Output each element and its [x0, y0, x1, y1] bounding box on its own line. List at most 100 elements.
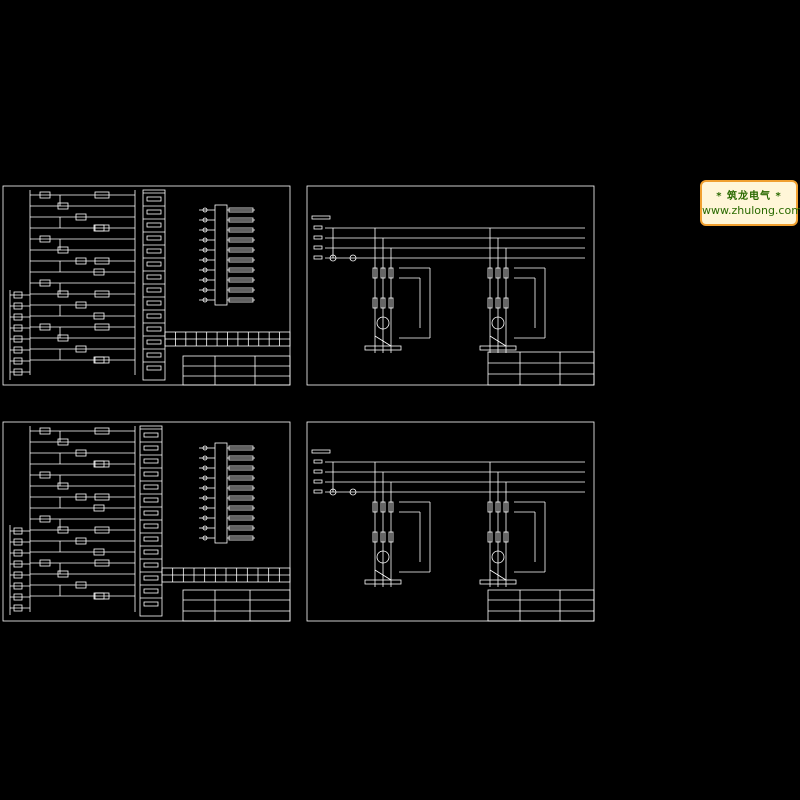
label-text-block: [143, 562, 159, 568]
contact-symbol: [39, 323, 51, 331]
terminal-label: [228, 257, 254, 263]
contact-symbol: [57, 438, 69, 446]
contact-symbol: [39, 471, 51, 479]
bus-lines: [311, 215, 585, 262]
label-text-block: [143, 497, 159, 503]
terminal-label: [228, 525, 254, 531]
coil-symbol: [94, 356, 110, 364]
coil-symbol: [94, 224, 110, 232]
breaker-symbol: [503, 501, 509, 513]
label-text-block: [146, 365, 162, 371]
zhulong-watermark-logo: * 筑龙电气 * www.zhulong.com: [700, 180, 800, 226]
cable-label: [364, 345, 402, 351]
phase-label: [313, 225, 323, 230]
contact-symbol: [13, 324, 23, 332]
terminal-label: [228, 277, 254, 283]
contactor-symbol: [372, 297, 378, 309]
label-text-block: [146, 261, 162, 267]
contact-symbol: [93, 504, 105, 512]
coil-symbol: [94, 592, 110, 600]
label-text-block: [143, 445, 159, 451]
contact-symbol: [13, 335, 23, 343]
terminal-label: [228, 445, 254, 451]
label-text-block: [146, 222, 162, 228]
motor-feeders: [364, 462, 546, 587]
label-text-block: [143, 536, 159, 542]
contact-symbol: [13, 593, 23, 601]
contactor-symbol: [380, 297, 386, 309]
terminal-point: [202, 485, 208, 491]
contact-symbol: [93, 548, 105, 556]
terminal-label: [228, 297, 254, 303]
cable-label: [479, 345, 517, 351]
breaker-symbol: [495, 501, 501, 513]
terminal-point: [202, 217, 208, 223]
label-text-block: [143, 601, 159, 607]
label-text-block: [146, 248, 162, 254]
breaker-symbol: [388, 267, 394, 279]
contact-symbol: [75, 537, 87, 545]
terminal-label: [228, 207, 254, 213]
breaker-symbol: [372, 501, 378, 513]
label-text-block: [146, 300, 162, 306]
terminal-point: [202, 257, 208, 263]
function-labels: [140, 428, 162, 607]
sheet-control-2: [2, 421, 291, 622]
label-text-block: [146, 209, 162, 215]
label-text-block: [146, 287, 162, 293]
sheet-power-2: [306, 421, 595, 622]
contact-symbol: [57, 526, 69, 534]
contactor-symbol: [372, 531, 378, 543]
terminal-label: [228, 485, 254, 491]
terminal-label: [228, 495, 254, 501]
meter-symbol: [349, 488, 357, 496]
contact-symbol: [93, 268, 105, 276]
contact-symbol: [57, 202, 69, 210]
contactor-symbol: [503, 297, 509, 309]
contact-symbol: [57, 246, 69, 254]
wire: [374, 569, 392, 581]
contact-symbol: [13, 604, 23, 612]
coil-symbol: [94, 323, 110, 331]
label-text-block: [143, 510, 159, 516]
wire: [374, 335, 392, 347]
meter-symbol: [349, 254, 357, 262]
contactor-symbol: [487, 297, 493, 309]
terminal-point: [202, 207, 208, 213]
wire: [489, 569, 507, 581]
label-text-block: [146, 326, 162, 332]
ladder-rungs: [10, 427, 135, 612]
terminal-point: [202, 465, 208, 471]
title-block: [487, 351, 595, 386]
contact-symbol: [75, 345, 87, 353]
terminal-label: [228, 505, 254, 511]
sheet-border: [306, 185, 595, 386]
label-text-block: [143, 484, 159, 490]
bus-label: [311, 449, 331, 454]
motor-symbol: [491, 550, 505, 564]
watermark-brand: * 筑龙电气 *: [716, 191, 782, 202]
title-block: [487, 589, 595, 622]
contact-symbol: [75, 581, 87, 589]
label-text-block: [143, 549, 159, 555]
breaker-symbol: [380, 501, 386, 513]
terminal-label: [228, 515, 254, 521]
phase-label: [313, 489, 323, 494]
meter-symbol: [329, 488, 337, 496]
terminal-point: [202, 237, 208, 243]
contact-symbol: [13, 313, 23, 321]
contactor-symbol: [380, 531, 386, 543]
coil-symbol: [94, 493, 110, 501]
terminal-point: [202, 495, 208, 501]
contact-symbol: [75, 449, 87, 457]
label-text-block: [146, 313, 162, 319]
contactor-symbol: [487, 531, 493, 543]
contact-symbol: [75, 301, 87, 309]
terminal-point: [202, 287, 208, 293]
terminal-point: [202, 515, 208, 521]
label-text-block: [143, 432, 159, 438]
contact-symbol: [75, 257, 87, 265]
contactor-symbol: [495, 531, 501, 543]
contact-symbol: [39, 191, 51, 199]
contact-symbol: [13, 291, 23, 299]
